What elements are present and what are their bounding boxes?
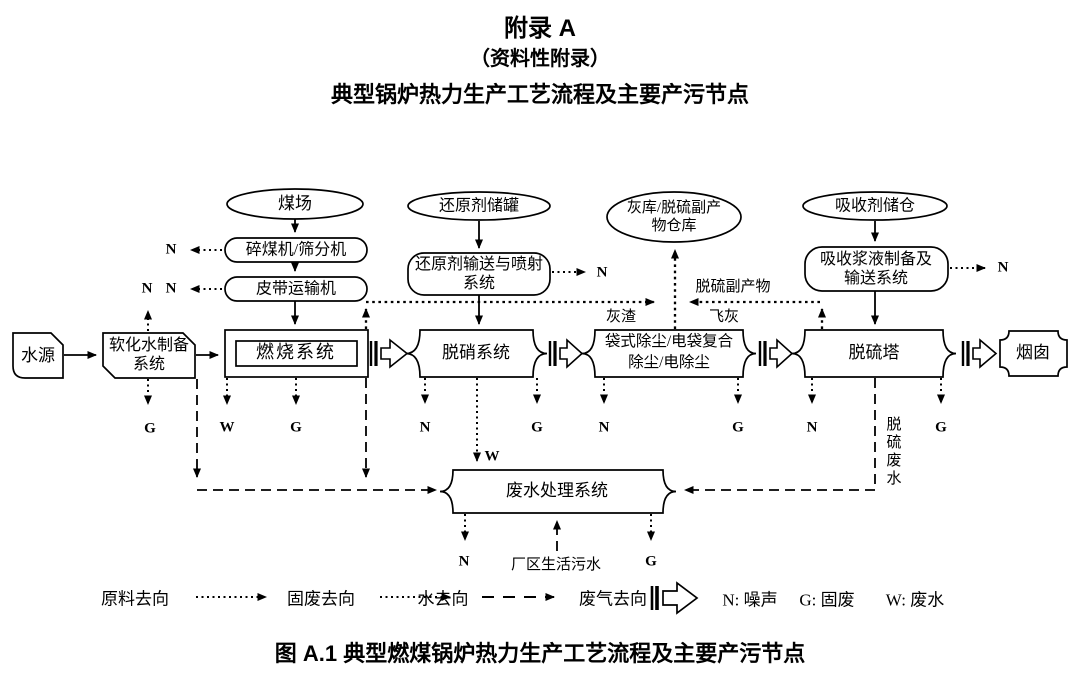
appendix-heading: 典型锅炉热力生产工艺流程及主要产污节点	[330, 82, 749, 107]
absorbent-silo-label: 吸收剂储仓	[834, 197, 916, 215]
desulfur-wastewater-label: 脱硫废水	[884, 416, 901, 488]
noise-marker: N	[806, 419, 818, 436]
solid-waste-lines	[362, 249, 826, 329]
slurry-system-label: 吸收浆液制备及 输送系统	[819, 250, 933, 287]
belt-conveyor-shape	[224, 276, 368, 302]
legend-note-noise: N: 噪声	[722, 590, 778, 610]
legend-raw-material-label: 原料去向	[101, 589, 169, 609]
solid-waste-marker: G	[732, 419, 744, 436]
ash-silo-shape	[606, 191, 742, 243]
water-source-label: 水源	[21, 345, 55, 365]
legend-note-wastewater: W: 废水	[885, 590, 945, 610]
duct-desulfur-chimney	[961, 338, 998, 369]
appendix-title: 附录 A	[504, 15, 576, 42]
solid-waste-marker: G	[645, 553, 657, 570]
duct-dust-desulfur	[758, 338, 794, 369]
noise-marker: N	[596, 264, 608, 281]
duct-combustion-denox	[369, 338, 409, 369]
denox-shape	[405, 329, 548, 378]
solid-waste-marker: G	[935, 419, 947, 436]
denox-label: 脱硝系统	[442, 342, 510, 362]
desulfur-tower-shape	[791, 329, 957, 378]
noise-marker: N	[458, 553, 470, 570]
legend-note-solid-waste: G: 固废	[799, 590, 855, 610]
legend-flue-gas-label: 废气去向	[579, 589, 647, 609]
noise-marker: N	[997, 259, 1009, 276]
absorbent-silo-shape	[802, 191, 948, 221]
soft-water-label: 软化水制备 系统	[108, 336, 190, 373]
wastewater-system-label: 废水处理系统	[506, 480, 608, 500]
solid-waste-marker: G	[290, 419, 302, 436]
chimney-shape	[999, 330, 1068, 377]
figure-caption: 图 A.1 典型燃煤锅炉热力生产工艺流程及主要产污节点	[274, 641, 806, 666]
duct-denox-dust	[548, 338, 584, 369]
dotted-flow-lines	[144, 246, 986, 541]
wastewater-marker: W	[484, 448, 500, 465]
dust-removal-shape	[581, 329, 757, 378]
reductant-system-label: 还原剂输送与喷射 系统	[414, 255, 544, 292]
dust-removal-label: 袋式除尘/电袋复合 除尘/电除尘	[604, 333, 734, 371]
noise-marker: N	[165, 280, 177, 297]
fly-ash-label: 飞灰	[708, 309, 740, 325]
water-source-shape	[12, 332, 64, 379]
desulfur-byproduct-label: 脱硫副产物	[695, 279, 771, 295]
noise-marker: N	[419, 419, 431, 436]
crusher-label: 碎煤机/筛分机	[245, 241, 347, 259]
ash-silo-label: 灰库/脱硫副产 物仓库	[626, 200, 722, 234]
soft-water-shape	[102, 332, 196, 379]
coal-yard-label: 煤场	[278, 193, 312, 213]
desulfur-tower-label: 脱硫塔	[848, 342, 900, 362]
belt-conveyor-label: 皮带运输机	[255, 280, 337, 298]
appendix-subtitle: （资料性附录）	[470, 48, 610, 70]
water-flow-lines	[193, 378, 876, 551]
legend-solid-waste-label: 固废去向	[287, 589, 355, 609]
coal-yard-shape	[226, 188, 364, 220]
wastewater-system-shape	[439, 469, 677, 514]
solid-flow-lines	[64, 219, 879, 359]
chimney-label: 烟囱	[1016, 342, 1050, 362]
flue-gas-connectors	[369, 338, 998, 369]
crusher-shape	[224, 237, 368, 263]
reductant-tank-shape	[407, 191, 551, 221]
wastewater-marker: W	[219, 419, 235, 436]
reductant-tank-label: 还原剂储罐	[438, 197, 520, 215]
noise-marker: N	[141, 280, 153, 297]
noise-marker: N	[598, 419, 610, 436]
legend-water-label: 水去向	[417, 589, 469, 609]
reductant-system-shape	[407, 252, 551, 296]
legend-hollow-arrow	[650, 581, 699, 615]
noise-marker: N	[165, 241, 177, 258]
legend-line-samples	[196, 581, 699, 615]
solid-waste-marker: G	[531, 419, 543, 436]
combustion-label: 燃烧系统	[256, 342, 336, 363]
solid-waste-marker: G	[144, 420, 156, 437]
slurry-system-shape	[804, 246, 949, 292]
domestic-sewage-label: 厂区生活污水	[510, 557, 602, 573]
ash-slag-label: 灰渣	[605, 309, 637, 325]
combustion-inner-shape	[235, 340, 358, 367]
node-shapes	[12, 188, 1068, 514]
